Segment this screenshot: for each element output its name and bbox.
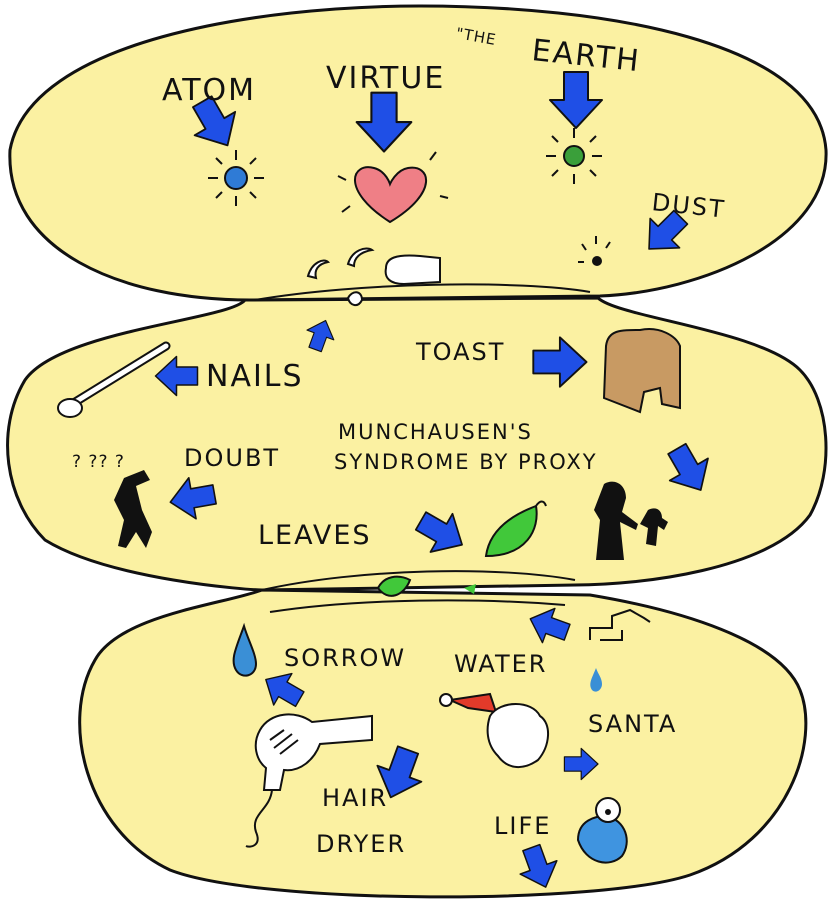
munchausen-label-line1: MUNCHAUSEN'S	[338, 420, 533, 444]
baby-icon	[576, 797, 628, 864]
dust-icon	[578, 236, 611, 266]
faucet-icon	[589, 608, 651, 641]
sorrow-label: SORROW	[284, 644, 407, 672]
fold-line-top	[254, 283, 591, 301]
earth-icon	[546, 128, 602, 184]
leaf-icon	[376, 500, 547, 597]
life-label: LIFE	[494, 812, 552, 840]
mother-child-icon	[594, 481, 668, 560]
virtue-label: VIRTUE	[326, 61, 446, 96]
fold-line-bottom	[261, 570, 576, 591]
toast-icon	[602, 328, 681, 414]
toast-label: TOAST	[416, 338, 506, 366]
nail-icon	[57, 341, 171, 418]
question-marks-label: ? ?? ?	[72, 452, 125, 472]
dryer-label: DRYER	[316, 830, 407, 858]
atom-icon	[208, 150, 264, 206]
munchausen-label-line2: SYNDROME BY PROXY	[334, 450, 598, 474]
atom-label: ATOM	[162, 73, 257, 108]
hair-label: HAIR	[322, 784, 389, 812]
hair-dryer-icon	[245, 713, 373, 848]
dust-label: DUST	[650, 188, 728, 224]
santa-icon	[439, 692, 549, 768]
heart-icon	[337, 151, 449, 224]
fingers-icon	[306, 247, 441, 306]
fold-line-bottom-inner	[269, 599, 566, 613]
santa-label: SANTA	[588, 710, 678, 738]
lens-top	[8, 4, 828, 302]
water-drop-icon	[232, 622, 602, 692]
doubt-label: DOUBT	[184, 444, 281, 472]
lens-bottom	[78, 588, 808, 899]
nails-label: NAILS	[206, 359, 304, 394]
water-label: WATER	[454, 650, 548, 678]
doubt-figure-icon	[114, 470, 152, 548]
leaves-label: LEAVES	[258, 520, 372, 551]
